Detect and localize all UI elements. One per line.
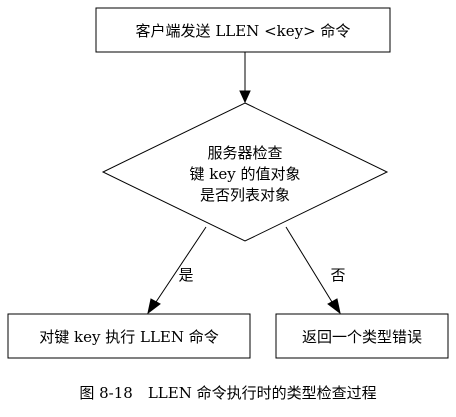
edge-decision-to-yes-line [155, 226, 207, 303]
edge-decision-to-yes: 是 [147, 226, 207, 315]
no-node-box [275, 313, 449, 359]
edge-no-label: 否 [330, 266, 345, 284]
no-node-label: 返回一个类型错误 [302, 328, 422, 346]
yes-node: 对键 key 执行 LLEN 命令 [7, 313, 251, 359]
decision-node-line-1: 服务器检查 [207, 144, 282, 162]
edge-decision-to-no-arrowhead [327, 298, 341, 315]
edge-decision-to-yes-arrowhead [147, 298, 161, 315]
no-node: 返回一个类型错误 [275, 313, 449, 359]
edge-start-to-decision-arrowhead [239, 90, 251, 104]
decision-node-line-2: 键 key 的值对象 [190, 165, 301, 183]
edge-decision-to-no-line [285, 226, 333, 303]
decision-node: 服务器检查 键 key 的值对象 是否列表对象 [101, 102, 389, 242]
start-node-label: 客户端发送 LLEN <key> 命令 [136, 22, 351, 40]
yes-node-label: 对键 key 执行 LLEN 命令 [39, 328, 219, 346]
start-node-box [95, 7, 391, 53]
decision-node-line-3: 是否列表对象 [200, 186, 290, 204]
edge-yes-label: 是 [178, 266, 193, 284]
edge-decision-to-no: 否 [285, 226, 346, 315]
edge-start-to-decision [239, 52, 251, 104]
figure-caption: 图 8-18 LLEN 命令执行时的类型检查过程 [79, 384, 376, 402]
yes-node-box [7, 313, 251, 359]
decision-node-diamond [101, 102, 389, 242]
start-node: 客户端发送 LLEN <key> 命令 [95, 7, 391, 53]
